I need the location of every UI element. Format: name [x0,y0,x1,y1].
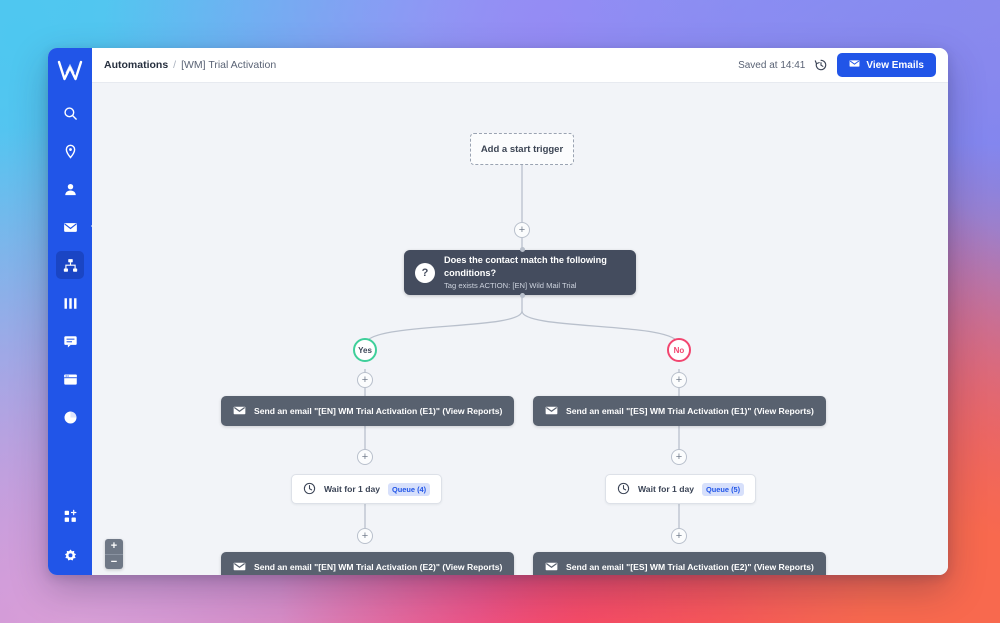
chat-icon [63,334,78,349]
top-bar-actions: Saved at 14:41 View Emails [738,53,936,77]
top-bar: Automations / [WM] Trial Activation Save… [92,48,948,83]
envelope-icon [849,58,860,72]
condition-title: Does the contact match the following con… [444,255,607,278]
branch-label-no[interactable]: No [667,338,691,362]
connector-dot [519,293,525,298]
sidebar-item-reports[interactable] [56,403,84,431]
sidebar-item-location[interactable] [56,137,84,165]
queue-badge[interactable]: Queue (5) [702,482,745,496]
envelope-icon [233,404,246,419]
email-step-label: Send an email "[EN] WM Trial Activation … [254,406,503,416]
history-clock-icon[interactable] [814,58,828,72]
sitemap-icon [63,258,78,273]
email-step-node[interactable]: Send an email "[EN] WM Trial Activation … [221,396,515,426]
envelope-icon [63,220,78,235]
email-step-label: Send an email "[ES] WM Trial Activation … [566,406,814,416]
zoom-out-button[interactable]: − [105,554,123,569]
envelope-icon [545,560,558,575]
pie-chart-icon [63,410,78,425]
person-icon [63,182,78,197]
sidebar [48,48,97,575]
main-area: Automations / [WM] Trial Activation Save… [92,48,948,575]
breadcrumb-separator: / [173,59,177,71]
wait-step-label: Wait for 1 day [638,484,695,494]
app-window: Automations / [WM] Trial Activation Save… [48,48,948,575]
sidebar-item-automations[interactable] [56,251,84,279]
add-step-button[interactable]: + [357,372,373,388]
queue-badge[interactable]: Queue (4) [388,482,431,496]
add-step-button[interactable]: + [357,449,373,465]
condition-node[interactable]: ? Does the contact match the following c… [404,250,636,295]
browser-icon [63,372,78,387]
add-step-button[interactable]: + [357,528,373,544]
add-step-button[interactable]: + [514,222,530,238]
pin-icon [63,144,78,159]
view-emails-button[interactable]: View Emails [837,53,936,77]
search-icon [63,106,78,121]
gear-icon [63,548,78,563]
email-step-node[interactable]: Send an email "[ES] WM Trial Activation … [533,552,826,575]
sidebar-item-lists[interactable] [56,289,84,317]
question-mark-icon: ? [415,262,435,283]
clock-icon [303,482,316,497]
condition-text-group: Does the contact match the following con… [444,254,625,291]
add-step-button[interactable]: + [671,372,687,388]
wait-step-node[interactable]: Wait for 1 day Queue (4) [291,474,443,504]
wait-step-label: Wait for 1 day [324,484,381,494]
automation-canvas[interactable]: Add a start trigger ? Does the contact m… [92,83,948,575]
add-step-button[interactable]: + [671,528,687,544]
zoom-controls: + − [105,539,123,569]
grid-plus-icon [63,509,78,524]
envelope-icon [545,404,558,419]
connector-dot [519,247,525,252]
saved-status: Saved at 14:41 [738,59,806,71]
email-step-node[interactable]: Send an email "[EN] WM Trial Activation … [221,552,515,575]
sidebar-item-campaigns[interactable] [56,213,84,241]
breadcrumb-root[interactable]: Automations [104,59,169,71]
clock-icon [617,482,630,497]
columns-icon [63,296,78,311]
branch-label-yes[interactable]: Yes [353,338,377,362]
email-step-node[interactable]: Send an email "[ES] WM Trial Activation … [533,396,826,426]
sidebar-item-settings[interactable] [56,541,84,569]
breadcrumb-current: [WM] Trial Activation [181,59,277,71]
start-trigger-node[interactable]: Add a start trigger [470,133,574,165]
email-step-label: Send an email "[ES] WM Trial Activation … [566,562,814,572]
app-logo[interactable] [55,56,85,86]
view-emails-label: View Emails [866,59,924,71]
sidebar-item-chat[interactable] [56,327,84,355]
add-step-button[interactable]: + [671,449,687,465]
sidebar-item-pages[interactable] [56,365,84,393]
email-step-label: Send an email "[EN] WM Trial Activation … [254,562,503,572]
zoom-in-button[interactable]: + [105,539,123,554]
envelope-icon [233,560,246,575]
sidebar-item-apps[interactable] [56,502,84,530]
breadcrumb: Automations / [WM] Trial Activation [104,59,276,71]
condition-subtitle: Tag exists ACTION: [EN] Wild Mail Trial [444,280,577,290]
sidebar-item-contacts[interactable] [56,175,84,203]
sidebar-item-search[interactable] [56,99,84,127]
wait-step-node[interactable]: Wait for 1 day Queue (5) [605,474,757,504]
